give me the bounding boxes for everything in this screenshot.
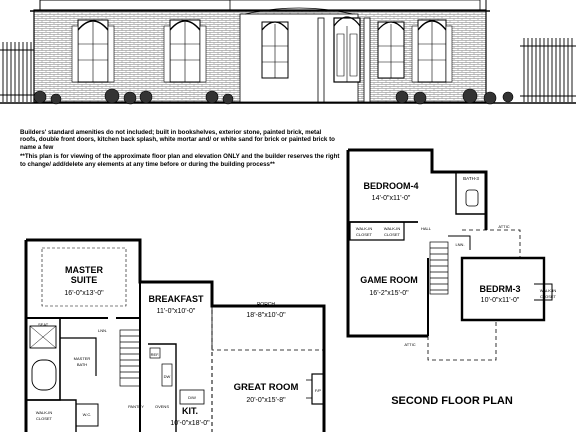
bedroom3-size: 10'-0"x11'-0" (481, 297, 520, 304)
ref-label: REF. (151, 352, 160, 357)
wc-label: W.C. (83, 412, 92, 417)
walk-in-right-label-2: CLOSET (384, 232, 401, 237)
fp-label: F/P (315, 388, 322, 393)
attic-label-1: ATTIC (498, 224, 509, 229)
kitchen-name: KIT. (182, 406, 198, 416)
stairs-first-floor (119, 329, 141, 387)
ovens-label: OVENS (155, 404, 169, 409)
porch-size: 18'-8"x10'-0" (246, 312, 286, 319)
builder-note-text: Builders' standard amenities do not incl… (20, 129, 335, 151)
walk-in-closet-label-2: CLOSET (36, 416, 53, 421)
bedroom4-size: 14'-0"x11'-0" (372, 195, 411, 202)
bedroom4-name: BEDROOM-4 (363, 181, 418, 191)
seat-label: SEAT (38, 322, 49, 327)
breakfast-name: BREAKFAST (148, 294, 204, 304)
bath3-label: BATH-3 (463, 176, 479, 181)
walk-in-left-label-1: WALK-IN (356, 226, 373, 231)
dw2-label: D/W (188, 395, 196, 400)
walk-in-bedrm3-label-2: CLOSET (540, 294, 557, 299)
window-5 (411, 19, 453, 83)
window-4 (377, 21, 405, 79)
right-fence (520, 38, 576, 102)
great-room-size: 20'-0"x15'-8" (246, 397, 286, 404)
dw-label: DW (164, 374, 171, 379)
second-floor-plan (346, 148, 553, 361)
left-fence (0, 42, 34, 102)
pantry-label: PANTRY (128, 404, 144, 409)
walk-in-closet-label-1: WALK-IN (36, 410, 53, 415)
shrubs (33, 88, 514, 105)
linen-label-second: LNN. (455, 242, 464, 247)
master-suite-size: 16'-0"x13'-0" (64, 290, 104, 297)
master-bath-label-1: MASTER (74, 356, 91, 361)
builder-notes: Builders' standard amenities do not incl… (20, 129, 340, 168)
game-room-size: 16'-2"x15'-0" (369, 290, 409, 297)
great-room-name: GREAT ROOM (234, 382, 299, 393)
game-room-name: GAME ROOM (360, 275, 418, 285)
hall-label: HALL (421, 226, 432, 231)
window-3 (261, 21, 289, 79)
attic-label-2: ATTIC (404, 342, 415, 347)
second-floor-title: SECOND FLOOR PLAN (391, 395, 513, 407)
first-floor-plan (24, 238, 326, 432)
master-suite-name-1: MASTER (65, 265, 104, 275)
front-door (333, 16, 361, 83)
front-elevation (0, 0, 576, 105)
walk-in-bedrm3-label-1: WALK-IN (540, 288, 557, 293)
walk-in-left-label-2: CLOSET (356, 232, 373, 237)
window-2 (163, 19, 207, 83)
porch-name: PORCH (257, 302, 275, 308)
master-bath-label-2: BATH (77, 362, 87, 367)
stairs-second-floor (429, 241, 449, 295)
linen-label-first: LNN. (98, 328, 107, 333)
kitchen-size: 10'-0"x18'-0" (170, 420, 210, 427)
disclaimer-text: **This plan is for viewing of the approx… (20, 153, 340, 168)
master-suite-name-2: SUITE (71, 275, 98, 285)
breakfast-size: 11'-0"x10'-0" (157, 308, 196, 315)
bedroom3-name: BEDRM-3 (479, 284, 520, 294)
walk-in-right-label-1: WALK-IN (384, 226, 401, 231)
window-1 (71, 19, 115, 83)
